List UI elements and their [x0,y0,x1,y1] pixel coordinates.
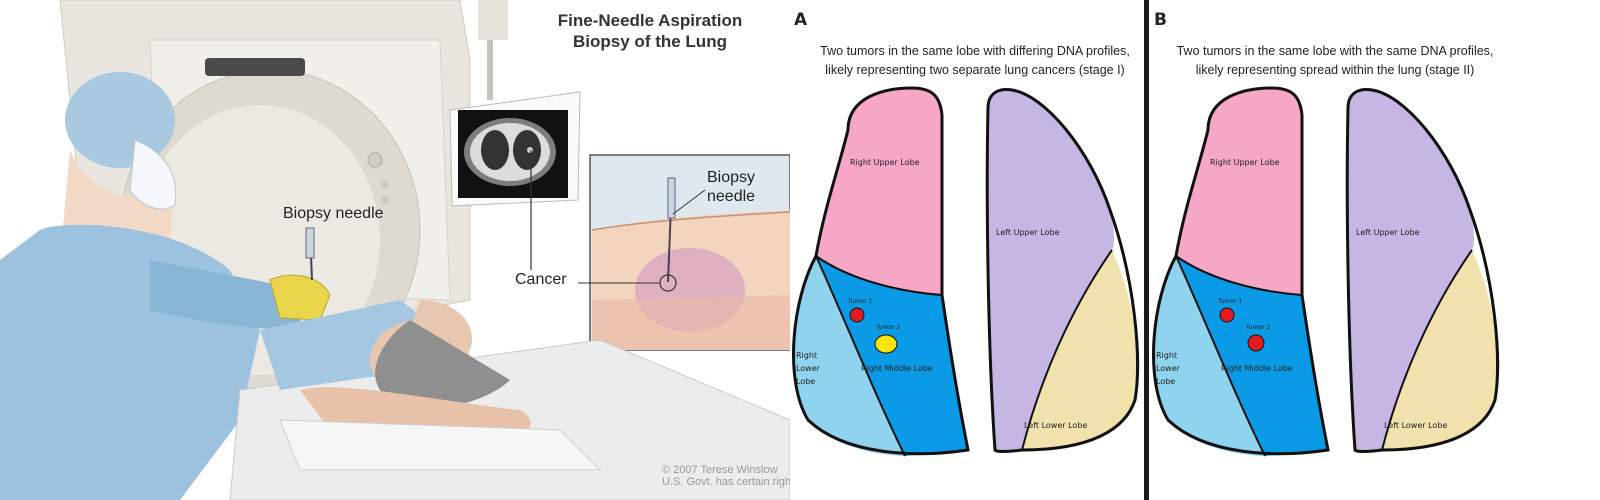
label-right-lower-2: Lower [1156,364,1181,373]
panel-a-caption-line1: Two tumors in the same lobe with differi… [820,44,1130,58]
label-tumor-1: Tumor 1 [847,298,872,305]
right-middle-lobe [816,256,968,456]
credit-line1: © 2007 Terese Winslow [662,464,778,476]
label-inset-biopsy-line1: Biopsy [707,169,756,186]
left-upper-lobe [987,89,1115,451]
label-left-upper-lobe: Left Upper Lobe [1356,228,1420,237]
panel-a-letter: A [794,10,808,30]
tumor-2 [874,334,898,354]
label-right-lower-1: Right [796,351,817,360]
panel-b-caption: Two tumors in the same lobe with the sam… [1150,42,1520,80]
tumor-2 [1247,334,1265,352]
illustration-title-line1: Fine-Needle Aspiration [557,11,743,30]
label-inset-biopsy-line2: needle [707,188,756,205]
panel-a-caption: Two tumors in the same lobe with differi… [790,42,1160,80]
panel-divider [1144,0,1149,500]
right-upper-lobe [816,88,942,295]
panel-a-caption-line2: likely representing two separate lung ca… [825,63,1125,77]
panel-b: B Two tumors in the same lobe with the s… [1150,0,1520,500]
left-lung-outline [1345,88,1500,453]
panel-b-lungs: Right Upper Lobe Right Middle Lobe Right… [1152,86,1500,457]
label-right-middle-lobe: Right Middle Lobe [1221,364,1293,373]
biopsy-illustration: Fine-Needle Aspiration Biopsy of the Lun… [0,0,790,500]
panel-a: A Two tumors in the same lobe with diffe… [790,0,1160,500]
label-tumor-2: Tumor 2 [875,324,900,331]
illustration-credit: © 2007 Terese Winslow U.S. Govt. has cer… [662,464,790,488]
label-left-lower-lobe: Left Lower Lobe [1024,421,1087,430]
tumor-1 [849,307,865,323]
right-upper-lobe [1176,88,1302,295]
panel-a-lungs: Right Upper Lobe Right Middle Lobe Right… [792,86,1140,457]
panel-b-caption-line1: Two tumors in the same lobe with the sam… [1176,44,1494,58]
left-upper-lobe [1347,89,1475,451]
label-inset-biopsy-needle: Biopsy needle [707,168,755,206]
label-right-lower-2: Lower [796,364,821,373]
left-lower-lobe [1382,250,1498,450]
label-tumor-2: Tumor 2 [1245,324,1270,331]
label-biopsy-needle: Biopsy needle [283,205,384,222]
panel-b-caption-line2: likely representing spread within the lu… [1195,63,1475,77]
label-left-upper-lobe: Left Upper Lobe [996,228,1060,237]
label-right-lower-3: Lobe [796,377,815,386]
illustration-title-line2: Biopsy of the Lung [573,32,727,51]
right-lower-lobe [1153,256,1265,456]
right-middle-lobe [1176,256,1328,456]
label-left-lower-lobe: Left Lower Lobe [1384,421,1447,430]
illustration-title: Fine-Needle Aspiration Biopsy of the Lun… [520,10,780,52]
illustration-artwork [0,0,790,500]
tumor-1 [1219,307,1235,323]
label-right-lower-1: Right [1156,351,1177,360]
label-right-middle-lobe: Right Middle Lobe [861,364,933,373]
label-right-upper-lobe: Right Upper Lobe [1210,158,1280,167]
label-right-lower-3: Lobe [1156,377,1175,386]
panel-b-letter: B [1154,10,1167,30]
label-tumor-1: Tumor 1 [1217,298,1242,305]
left-lung-outline [985,88,1140,453]
label-cancer: Cancer [515,271,567,288]
right-lower-lobe [793,256,905,456]
credit-line2: U.S. Govt. has certain rights [662,476,790,488]
left-lower-lobe [1022,250,1138,450]
label-right-upper-lobe: Right Upper Lobe [850,158,920,167]
